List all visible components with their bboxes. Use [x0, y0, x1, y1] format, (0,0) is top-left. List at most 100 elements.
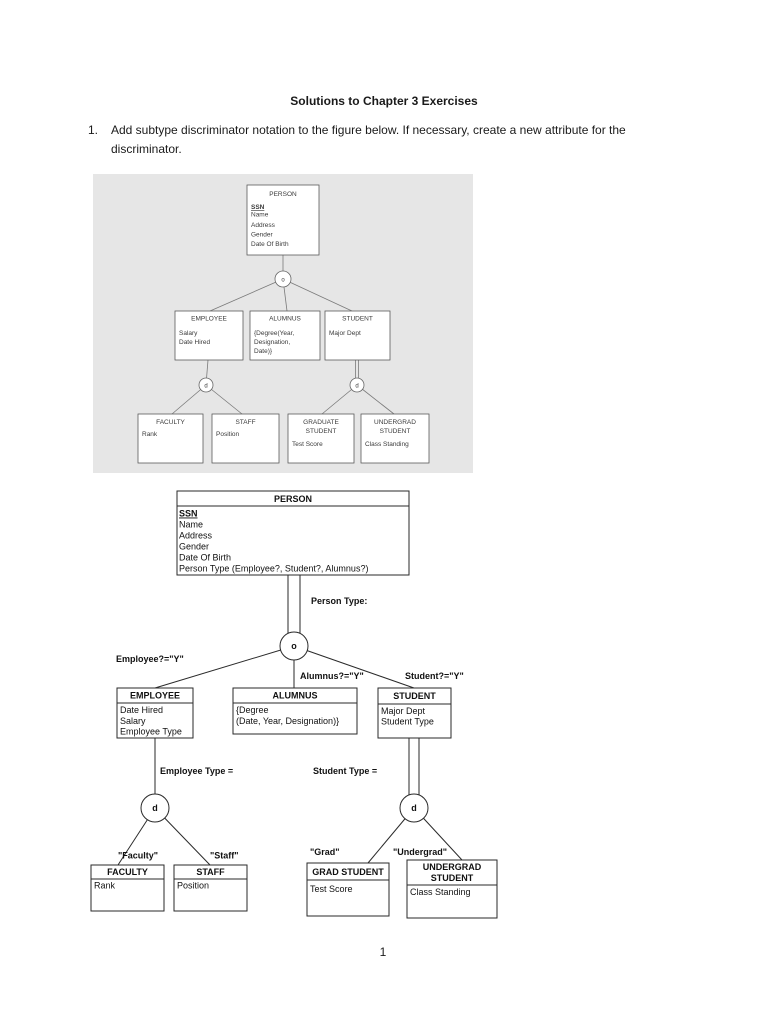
- constraint-circle-shape: [140, 793, 170, 823]
- attribute: Test Score: [292, 441, 323, 448]
- disjoint-to-graduate-line: [321, 384, 358, 415]
- entity-name: FACULTY: [107, 867, 148, 877]
- attribute: Name: [179, 520, 203, 530]
- entity-name: STUDENT: [342, 316, 373, 323]
- attribute: (Date, Year, Designation)}: [236, 716, 339, 726]
- entity-box: [90, 864, 165, 912]
- constraint-circle-shape: [274, 270, 292, 288]
- employee-disjoint-constraint-circle: d: [140, 793, 170, 823]
- entity-box: [249, 310, 321, 361]
- overlap-constraint-circle: o: [279, 631, 309, 661]
- original-figure: PERSON SSN Name Address Gender Date Of B…: [93, 174, 473, 473]
- question-text-line: discriminator.: [111, 142, 182, 156]
- entity-name: STAFF: [235, 419, 255, 426]
- entity-name-line: UNDERGRAD: [374, 419, 416, 426]
- entity-box: [174, 310, 244, 361]
- entity-name: EMPLOYEE: [191, 316, 227, 323]
- attribute: Gender: [179, 542, 209, 552]
- undergrad-condition-label: "Undergrad": [393, 847, 447, 857]
- disjoint-to-undergrad-line: [356, 384, 395, 415]
- attribute: Address: [179, 531, 213, 541]
- attribute: Name: [251, 212, 269, 219]
- page-number: 1: [379, 945, 387, 959]
- entity-name: ALUMNUS: [273, 691, 318, 701]
- overlap-to-employee-line: [209, 278, 284, 312]
- student-entity: STUDENT Major Dept: [324, 310, 391, 361]
- alumnus-entity: ALUMNUS {Degree (Date, Year, Designation…: [232, 687, 358, 735]
- employee-entity: EMPLOYEE Salary Date Hired: [174, 310, 244, 361]
- graduate-student-entity: GRADUATE STUDENT Test Score: [287, 413, 355, 464]
- discriminator-attribute: Employee Type: [120, 727, 182, 737]
- alumnus-condition-label: Alumnus?="Y": [300, 671, 364, 681]
- overlap-constraint-circle: o: [274, 270, 292, 288]
- entity-box: [324, 310, 391, 361]
- student-condition-label: Student?="Y": [405, 671, 464, 681]
- entity-box: [173, 864, 248, 912]
- entity-name: STUDENT: [393, 691, 436, 701]
- entity-name-line: STUDENT: [431, 873, 474, 883]
- attribute: Rank: [94, 881, 116, 891]
- constraint-symbol: d: [204, 384, 207, 390]
- entity-name: STAFF: [196, 867, 225, 877]
- employee-condition-label: Employee?="Y": [116, 654, 184, 664]
- entity-name: ALUMNUS: [269, 316, 301, 323]
- attribute: Date Of Birth: [251, 241, 289, 248]
- employee-entity: EMPLOYEE Date Hired Salary Employee Type: [116, 687, 194, 739]
- entity-box: [176, 490, 410, 576]
- primary-key-attribute: SSN: [179, 509, 198, 519]
- disjoint-to-faculty-line: [171, 384, 207, 415]
- undergrad-student-entity: UNDERGRAD STUDENT Class Standing: [406, 859, 498, 919]
- entity-box: [360, 413, 430, 464]
- entity-box: [232, 687, 358, 735]
- attribute: Position: [216, 431, 240, 438]
- entity-name-line: STUDENT: [380, 428, 411, 435]
- faculty-condition-label: "Faculty": [118, 851, 158, 861]
- constraint-symbol: d: [355, 384, 358, 390]
- question-number: 1.: [88, 123, 99, 137]
- attribute: Class Standing: [410, 887, 471, 897]
- grad-student-entity: GRAD STUDENT Test Score: [306, 862, 390, 917]
- person-entity: PERSON SSN Name Address Gender Date Of B…: [176, 490, 410, 576]
- entity-box: [246, 184, 320, 256]
- entity-box: [211, 413, 280, 464]
- question-text-line: Add subtype discriminator notation to th…: [111, 123, 626, 137]
- constraint-circle-shape: [198, 377, 214, 393]
- person-discriminator-label: Person Type:: [311, 596, 367, 606]
- employee-discriminator-label: Employee Type =: [160, 766, 233, 776]
- alumnus-entity: ALUMNUS {Degree(Year, Designation, Date)…: [249, 310, 321, 361]
- discriminator-attribute: Person Type (Employee?, Student?, Alumnu…: [179, 564, 368, 574]
- attribute: Major Dept: [329, 330, 361, 337]
- attribute: Test Score: [310, 884, 353, 894]
- constraint-circle-shape: [279, 631, 309, 661]
- entity-name: PERSON: [274, 494, 312, 504]
- overlap-to-employee-line: [154, 645, 295, 689]
- attribute: Designation,: [254, 339, 290, 346]
- entity-name: PERSON: [269, 191, 297, 198]
- entity-name: GRAD STUDENT: [312, 867, 384, 877]
- entity-box: [306, 862, 390, 917]
- attribute: {Degree: [236, 705, 269, 715]
- faculty-entity: FACULTY Rank: [137, 413, 204, 464]
- entity-box: [377, 687, 452, 739]
- entity-name-line: STUDENT: [306, 428, 337, 435]
- constraint-symbol: o: [281, 278, 285, 284]
- entity-box: [137, 413, 204, 464]
- constraint-circle-shape: [399, 793, 429, 823]
- entity-name: FACULTY: [156, 419, 185, 426]
- attribute: Rank: [142, 431, 158, 438]
- overlap-to-student-line: [282, 278, 353, 312]
- undergrad-student-entity: UNDERGRAD STUDENT Class Standing: [360, 413, 430, 464]
- attribute: Date Hired: [179, 339, 210, 346]
- grad-condition-label: "Grad": [310, 847, 340, 857]
- attribute: Salary: [120, 716, 146, 726]
- constraint-symbol: d: [411, 803, 417, 813]
- disjoint-to-staff-line: [205, 384, 243, 415]
- attribute: Date Of Birth: [179, 553, 231, 563]
- employee-disjoint-constraint-circle: d: [198, 377, 214, 393]
- entity-name-line: GRADUATE: [303, 419, 339, 426]
- entity-name: EMPLOYEE: [130, 691, 180, 701]
- attribute: Major Dept: [381, 706, 426, 716]
- constraint-symbol: o: [291, 641, 297, 651]
- staff-entity: STAFF Position: [173, 864, 248, 912]
